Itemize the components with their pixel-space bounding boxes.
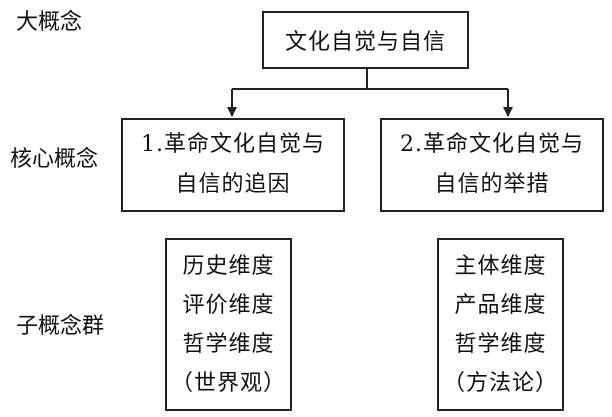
core-concept-2-line-2: 自信的举措: [434, 172, 550, 197]
level-label-sub-concept-group: 子概念群: [16, 314, 105, 339]
sub-concept-1-item-4: （世界观）: [170, 370, 286, 396]
core-concept-1-line-1: 1.革命文化自觉与: [141, 132, 325, 157]
level-label-core-concept: 核心概念: [10, 147, 99, 172]
root-concept-text: 文化自觉与自信: [284, 30, 446, 55]
core-concept-1-line-2: 自信的追因: [175, 172, 291, 197]
sub-concept-2-item-3: 哲学维度: [454, 331, 547, 357]
core-concept-box-2: 2.革命文化自觉与 自信的举措: [380, 118, 604, 212]
core-concept-box-1: 1.革命文化自觉与 自信的追因: [121, 118, 345, 212]
core-concept-2-line-1: 2.革命文化自觉与: [400, 132, 584, 157]
sub-concept-1-item-1: 历史维度: [182, 253, 275, 279]
sub-concept-box-2: 主体维度 产品维度 哲学维度 （方法论）: [437, 238, 564, 411]
sub-concept-2-item-4: （方法论）: [442, 370, 558, 396]
sub-concept-2-item-1: 主体维度: [454, 253, 547, 279]
sub-concept-box-1: 历史维度 评价维度 哲学维度 （世界观）: [165, 238, 292, 411]
sub-concept-2-item-2: 产品维度: [454, 292, 547, 318]
sub-concept-1-item-3: 哲学维度: [182, 331, 275, 357]
sub-concept-1-item-2: 评价维度: [182, 292, 275, 318]
root-concept-box: 文化自觉与自信: [262, 11, 469, 69]
level-label-big-concept: 大概念: [16, 10, 83, 35]
